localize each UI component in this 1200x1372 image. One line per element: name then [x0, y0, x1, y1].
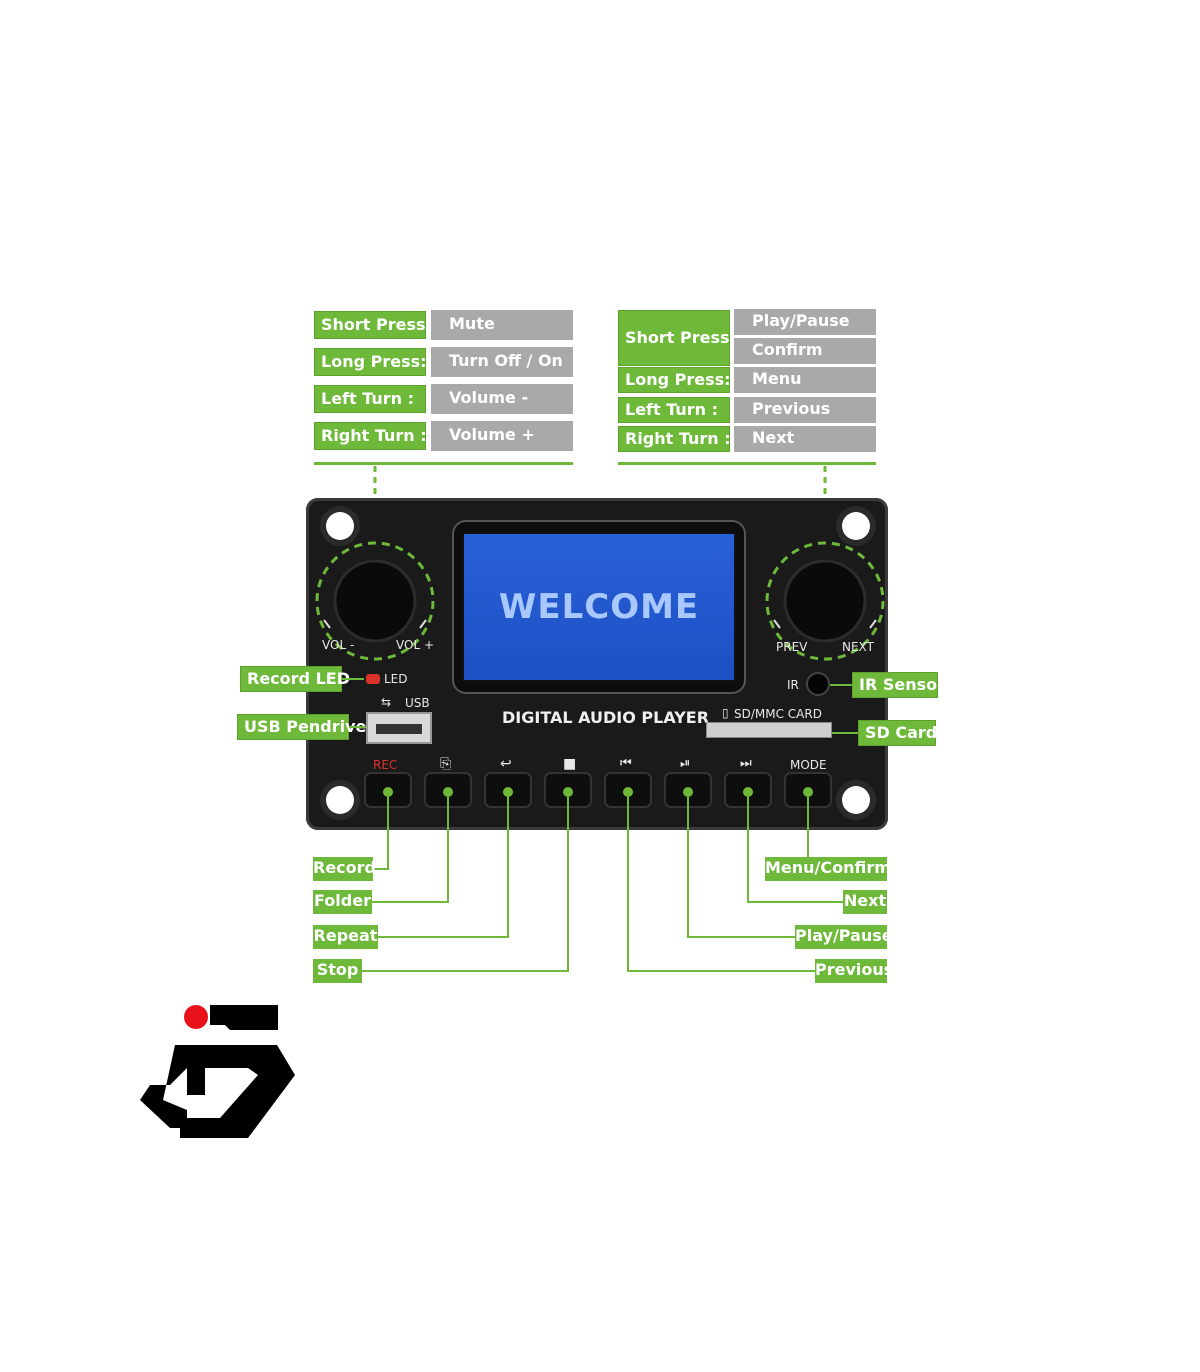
ir-leader	[830, 684, 852, 686]
usb-pendrive-callout: USB Pendrive	[237, 714, 366, 740]
play-pause-label: Play/Pause	[795, 925, 893, 949]
record-label: Record	[313, 857, 376, 881]
vol-minus-text: VOL -	[322, 638, 355, 652]
vol-plus-text: VOL +	[396, 638, 434, 652]
play-pause-icon: ⏯	[680, 756, 691, 771]
left-long-press-label: Long Press:	[314, 348, 427, 376]
leader-previous-v	[627, 797, 629, 972]
right-left-turn-value: Previous	[734, 397, 876, 423]
right-right-turn-label: Right Turn :	[618, 426, 731, 452]
right-short-press-value-2: Confirm	[734, 338, 876, 364]
right-short-press-label: Short Press:	[618, 310, 736, 366]
left-short-press-value: Mute	[431, 310, 573, 340]
leader-record-h	[373, 868, 389, 870]
right-table-underline	[618, 462, 876, 465]
previous-icon: ⏮	[620, 756, 632, 771]
left-table-underline	[314, 462, 573, 465]
record-led	[366, 674, 380, 684]
left-short-press-label: Short Press:	[314, 311, 432, 339]
prev-text: PREV	[776, 640, 808, 654]
sd-card-text: SD/MMC CARD	[734, 707, 822, 721]
left-long-press-value: Turn Off / On	[431, 347, 573, 377]
usb-leader	[349, 726, 366, 728]
leader-repeat-h	[378, 936, 509, 938]
leader-play-pause-v	[687, 797, 689, 938]
repeat-label: Repeat	[313, 925, 378, 949]
ir-sensor-callout: IR Sensor	[852, 672, 945, 698]
dot-repeat	[503, 787, 513, 797]
right-short-press-value-1: Play/Pause	[734, 309, 876, 335]
mount-hole-bottom-left	[326, 786, 354, 814]
leader-next-h	[747, 901, 843, 903]
usb-icon: ⇆	[381, 695, 392, 709]
mode-text: MODE	[790, 758, 827, 772]
left-left-turn-label: Left Turn :	[314, 385, 426, 413]
usb-text: USB	[405, 696, 430, 710]
usb-port[interactable]	[366, 712, 432, 744]
leader-record-v	[387, 797, 389, 869]
leader-repeat-v	[507, 797, 509, 938]
dot-mode	[803, 787, 813, 797]
next-text: NEXT	[842, 640, 874, 654]
next-icon: ⏭	[740, 756, 752, 771]
navigation-knob[interactable]	[760, 536, 890, 666]
folder-label: Folder	[313, 890, 372, 914]
left-left-turn-value: Volume -	[431, 384, 573, 414]
leader-play-pause-h	[687, 936, 795, 938]
leader-mode-v	[807, 797, 809, 857]
dot-play-pause	[683, 787, 693, 797]
right-right-turn-value: Next	[734, 426, 876, 452]
dot-record	[383, 787, 393, 797]
right-long-press-label: Long Press:	[618, 367, 731, 393]
record-led-leader	[342, 678, 364, 680]
right-left-turn-label: Left Turn :	[618, 397, 730, 423]
logo-icon	[140, 1005, 295, 1138]
leader-next-v	[747, 797, 749, 903]
ir-sensor	[808, 674, 828, 694]
sd-card-callout: SD Card	[858, 720, 937, 746]
stop-icon: ■	[563, 756, 577, 772]
mount-hole-bottom-right	[842, 786, 870, 814]
folder-icon: ⎘	[440, 756, 452, 772]
left-right-turn-label: Right Turn :	[314, 422, 427, 450]
sd-card-slot[interactable]	[706, 722, 832, 738]
ir-text: IR	[787, 678, 799, 692]
leader-stop-h	[362, 970, 569, 972]
mount-hole-top-right	[842, 512, 870, 540]
led-text: LED	[384, 672, 408, 686]
right-long-press-value: Menu	[734, 367, 876, 393]
leader-stop-v	[567, 797, 569, 972]
dot-stop	[563, 787, 573, 797]
rec-text: REC	[373, 758, 398, 772]
volume-knob[interactable]	[310, 536, 440, 666]
sd-card-icon: ▯	[722, 706, 729, 720]
leader-previous-h	[627, 970, 815, 972]
dot-previous	[623, 787, 633, 797]
lcd-screen: WELCOME	[462, 532, 736, 682]
leader-folder-v	[447, 797, 449, 903]
dot-next	[743, 787, 753, 797]
board-title: DIGITAL AUDIO PLAYER	[502, 708, 710, 727]
repeat-icon: ↩	[500, 756, 512, 772]
previous-label: Previous	[815, 959, 893, 983]
stop-label: Stop	[313, 959, 362, 983]
record-led-callout: Record LED	[240, 666, 350, 692]
menu-confirm-label: Menu/Confirm	[765, 857, 891, 881]
next-label: Next	[843, 890, 887, 914]
sd-leader	[832, 732, 858, 734]
mount-hole-top-left	[326, 512, 354, 540]
dot-folder	[443, 787, 453, 797]
left-right-turn-value: Volume +	[431, 421, 573, 451]
leader-folder-h	[372, 901, 449, 903]
